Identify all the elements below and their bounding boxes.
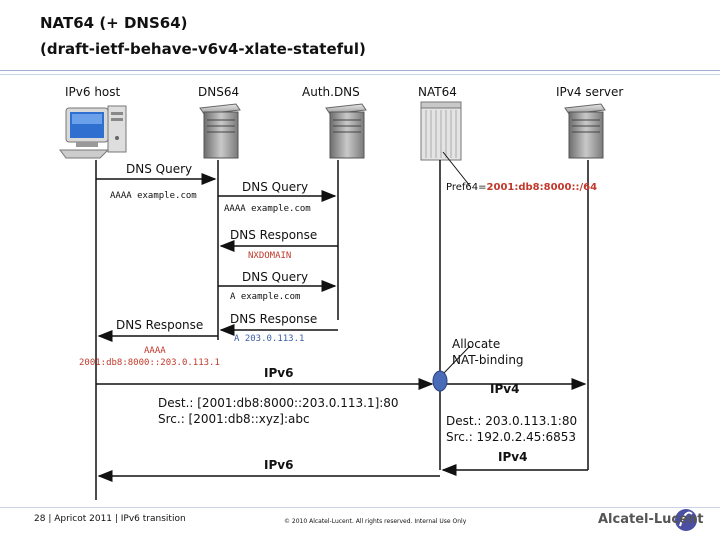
msg-dns-query-2-detail: AAAA example.com — [224, 204, 311, 214]
label-ipv4-request: IPv4 — [490, 382, 520, 396]
dns64-server-icon — [199, 103, 241, 159]
msg-dns-query-3: DNS Query — [242, 270, 309, 284]
title-divider — [0, 70, 720, 71]
node-label-ipv6-host: IPv6 host — [65, 85, 121, 99]
pref64-label: Pref64=2001:db8:8000::/64 — [446, 182, 597, 193]
msg-dns-query-2: DNS Query — [242, 180, 309, 194]
msg-response-aaaa-address: 2001:db8:8000::203.0.113.1 — [79, 358, 220, 368]
msg-dns-response-nxdomain: DNS Response — [230, 228, 318, 242]
msg-dns-response-aaaa: DNS Response — [116, 318, 204, 332]
ipv4-server-icon — [564, 103, 606, 159]
node-label-auth-dns: Auth.DNS — [302, 85, 360, 99]
slide-title-line1: NAT64 (+ DNS64) — [40, 14, 188, 32]
pref64-pointer — [442, 151, 471, 187]
alcatel-lucent-logo-icon — [675, 509, 697, 531]
node-label-dns64: DNS64 — [198, 85, 240, 99]
msg-dns-response-a: DNS Response — [230, 312, 318, 326]
auth-dns-server-icon — [325, 103, 367, 159]
nat-binding-marker — [432, 370, 448, 392]
dest-ipv4: Dest.: 203.0.113.1:80 — [446, 414, 578, 428]
footer-page-info: 28 | Apricot 2011 | IPv6 transition — [34, 514, 186, 524]
node-label-ipv4-server: IPv4 server — [556, 85, 624, 99]
title-divider-2 — [0, 74, 720, 75]
msg-response-a-detail: A 203.0.113.1 — [234, 334, 305, 344]
pref64-value: 2001:db8:8000::/64 — [486, 182, 598, 193]
src-ipv6: Src.: [2001:db8::xyz]:abc — [158, 412, 310, 426]
msg-dns-query-3-detail: A example.com — [230, 292, 301, 302]
pref64-prefix: Pref64= — [446, 182, 487, 193]
label-ipv6-reply: IPv6 — [264, 458, 294, 472]
computer-icon — [59, 105, 127, 159]
node-label-nat64: NAT64 — [418, 85, 457, 99]
slide-title-line2: (draft-ietf-behave-v6v4-xlate-stateful) — [40, 40, 366, 58]
allocate-nat-binding-label: Allocate NAT-binding — [452, 337, 524, 367]
footer-divider — [0, 507, 720, 508]
dest-ipv6: Dest.: [2001:db8:8000::203.0.113.1]:80 — [158, 396, 399, 410]
label-ipv6-request: IPv6 — [264, 366, 294, 380]
msg-response-aaaa-type: AAAA — [144, 346, 166, 356]
nat64-router-icon — [420, 101, 462, 161]
footer-copyright: © 2010 Alcatel-Lucent. All rights reserv… — [284, 518, 467, 525]
msg-nxdomain-detail: NXDOMAIN — [248, 251, 292, 261]
label-ipv4-reply: IPv4 — [498, 450, 528, 464]
footer-logo-text: Alcatel-Lucent — [598, 512, 704, 527]
msg-dns-query-1-detail: AAAA example.com — [110, 191, 197, 201]
msg-dns-query-1: DNS Query — [126, 162, 193, 176]
allocate-pointer — [442, 345, 471, 375]
src-ipv4: Src.: 192.0.2.45:6853 — [446, 430, 577, 444]
